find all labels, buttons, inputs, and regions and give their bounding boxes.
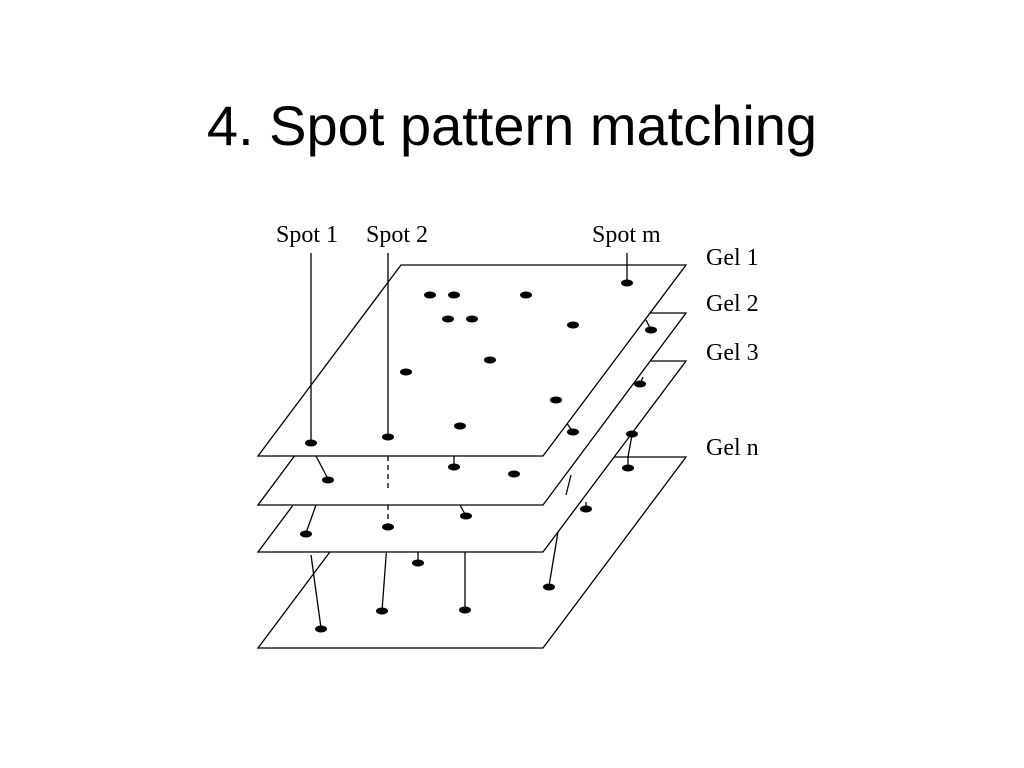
connector-line	[627, 434, 633, 458]
gel-n-label: Gel n	[706, 435, 759, 461]
spot	[484, 356, 496, 364]
slide-title: 4. Spot pattern matching	[206, 94, 818, 157]
spot	[550, 396, 562, 404]
spot	[376, 607, 388, 615]
gel-1-label: Gel 1	[706, 245, 759, 271]
spot	[459, 606, 471, 614]
spot-2-label: Spot 2	[366, 222, 428, 248]
spot	[448, 291, 460, 299]
gel-n-spots	[315, 464, 634, 633]
spot	[634, 380, 646, 388]
connector-line	[565, 474, 572, 496]
spot	[626, 430, 638, 438]
spot	[567, 428, 579, 436]
spot	[543, 583, 555, 591]
spot	[382, 523, 394, 531]
spot	[322, 476, 334, 484]
spot-1-label: Spot 1	[276, 222, 338, 248]
spot	[466, 315, 478, 323]
spot	[300, 530, 312, 538]
connector-line	[305, 504, 317, 534]
connector-line	[310, 554, 322, 629]
spot	[424, 291, 436, 299]
spot	[442, 315, 454, 323]
spot-m-label: Spot m	[592, 222, 661, 248]
spot	[520, 291, 532, 299]
spot	[508, 470, 520, 478]
spot	[622, 464, 634, 472]
gel-1-plane	[256, 264, 688, 457]
gel-2-spots	[322, 326, 657, 484]
spot	[448, 463, 460, 471]
spot	[580, 505, 592, 513]
gel-3-label: Gel 3	[706, 340, 759, 366]
spot	[454, 422, 466, 430]
spot	[412, 559, 424, 567]
gel-3-spots	[300, 430, 638, 538]
spot	[400, 368, 412, 376]
spot	[315, 625, 327, 633]
connector-line	[548, 531, 559, 587]
connector-line	[315, 455, 329, 480]
spot	[460, 512, 472, 520]
spot	[567, 321, 579, 329]
gel-2-label: Gel 2	[706, 291, 759, 317]
spot	[645, 326, 657, 334]
